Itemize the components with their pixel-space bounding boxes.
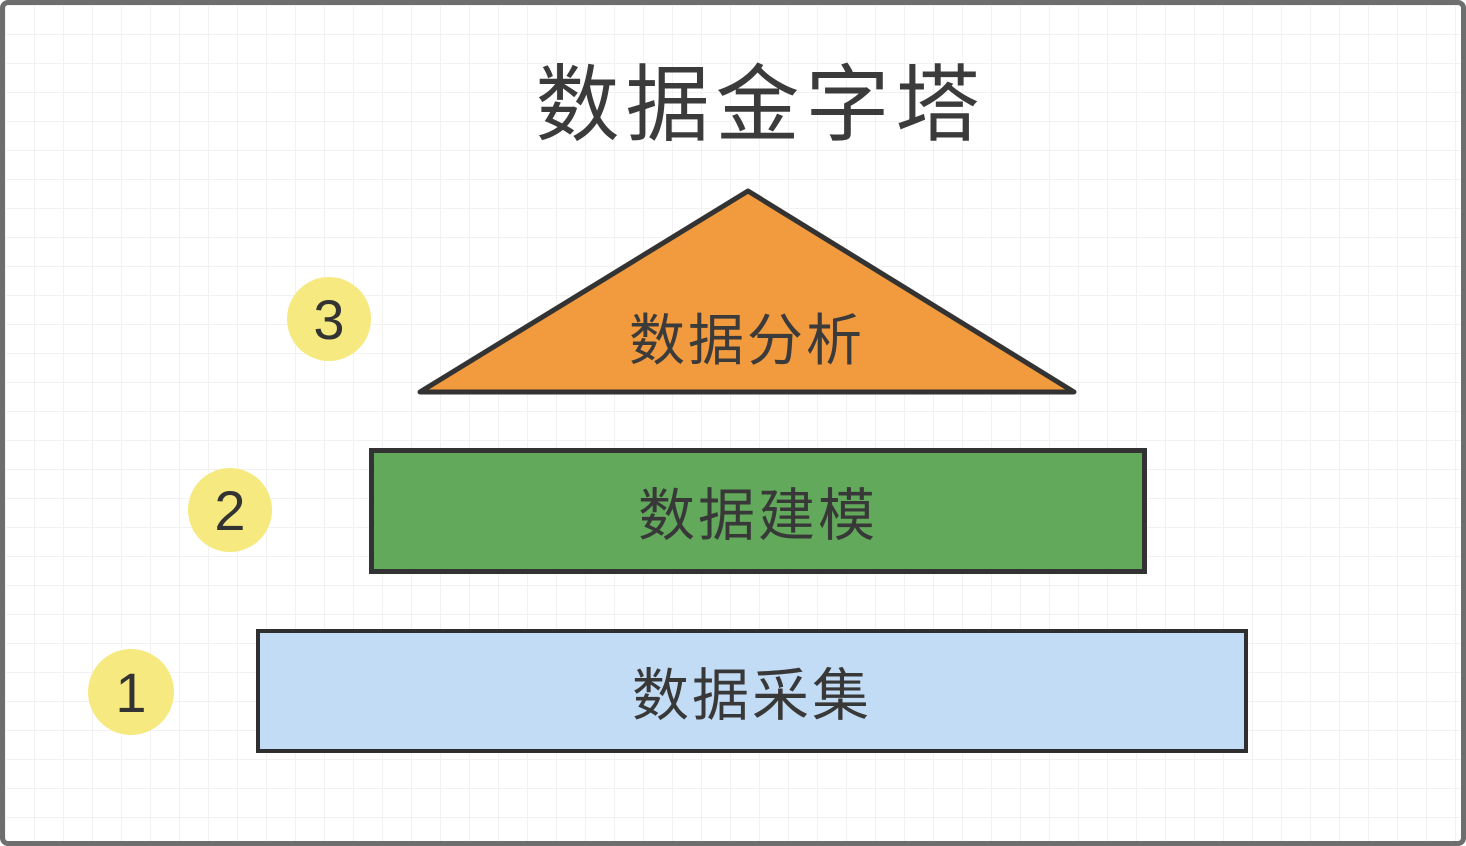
level-1-number: 1 xyxy=(115,660,147,724)
pyramid-level-2-shape: 数据建模 xyxy=(369,448,1147,574)
level-3-badge: 3 xyxy=(287,277,371,361)
triangle-icon xyxy=(417,188,1077,395)
pyramid-level-1-shape: 数据采集 xyxy=(256,629,1248,753)
level-1-label: 数据采集 xyxy=(632,664,872,728)
level-2-number: 2 xyxy=(214,478,246,542)
pyramid-level-3-shape xyxy=(415,186,1079,397)
level-3-number: 3 xyxy=(313,287,345,351)
level-1-badge: 1 xyxy=(88,649,174,735)
page-title: 数据金字塔 xyxy=(535,58,986,152)
level-2-label: 数据建模 xyxy=(638,484,878,548)
level-2-badge: 2 xyxy=(188,468,272,552)
level-3-label: 数据分析 xyxy=(629,308,865,372)
